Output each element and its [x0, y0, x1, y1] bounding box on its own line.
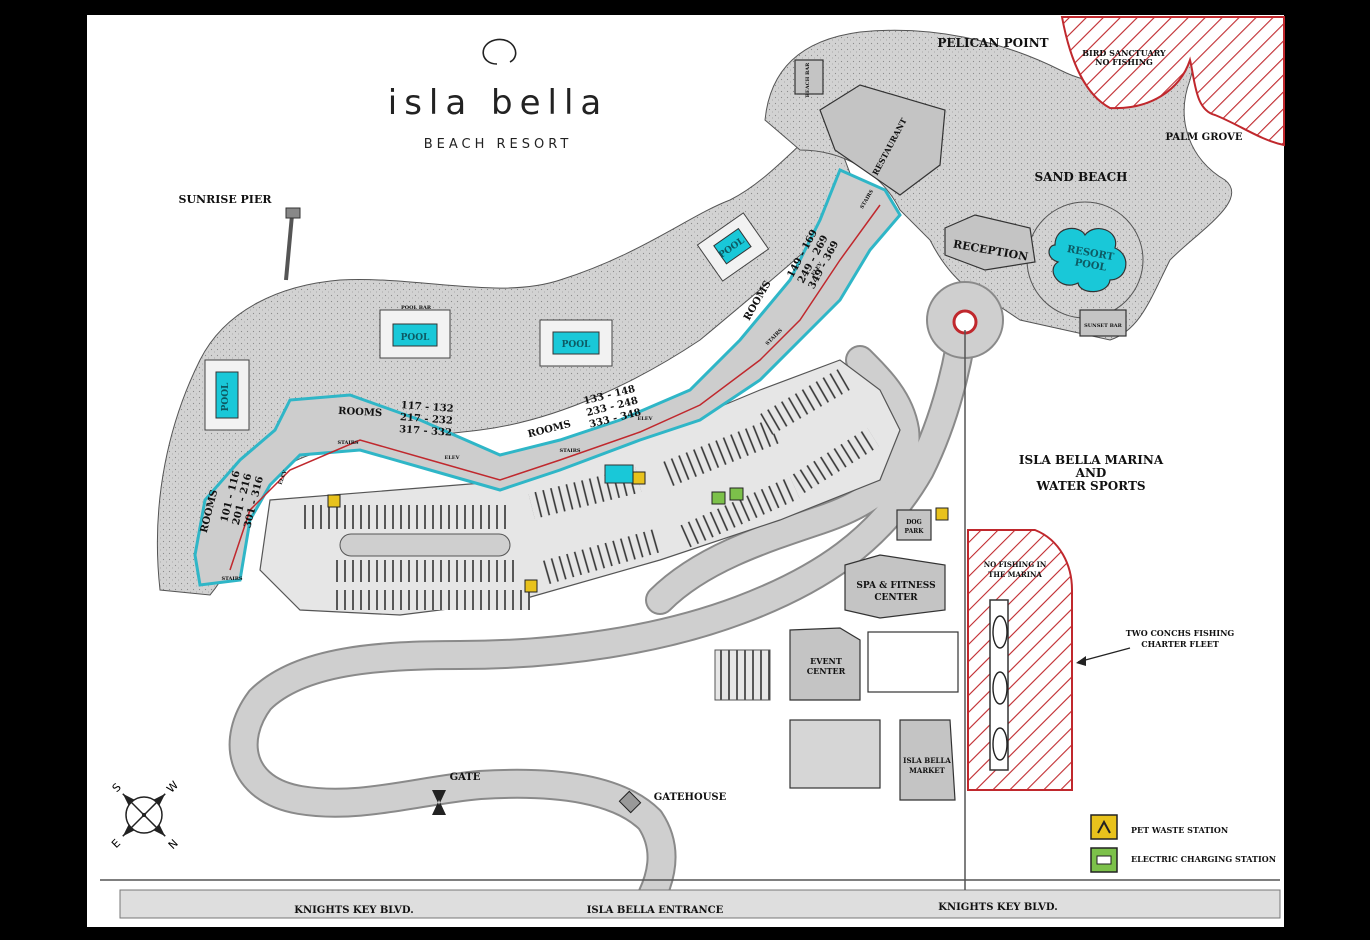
hotel-corridor	[229, 204, 881, 571]
market-building	[899, 719, 956, 801]
svg-text:217 - 232: 217 - 232	[400, 412, 454, 427]
buildings	[789, 59, 1127, 801]
label-fleet: TWO CONCHS FISHING	[1126, 628, 1235, 638]
spa-building	[844, 554, 946, 619]
bird-sanctuary-hatch	[1060, 16, 1285, 147]
reception-building	[944, 214, 1036, 271]
ev-charging-icon	[711, 491, 726, 505]
label-dog: DOG	[906, 519, 922, 526]
large-lot-building	[789, 719, 881, 789]
label-no-fishing-marina: THE MARINA	[988, 570, 1042, 579]
label-beach-bar: BEACH BAR	[805, 62, 811, 97]
sunset-bar-building	[1079, 309, 1127, 337]
knights-key-blvd	[119, 889, 1281, 919]
label-road-left: KNIGHTS KEY BLVD.	[294, 905, 413, 916]
label-no-fishing: NO FISHING IN	[984, 560, 1047, 569]
label-stairs: STAIRS	[337, 440, 358, 446]
gatehouse-marker	[618, 790, 642, 814]
label-road-center: ISLA BELLA ENTRANCE	[587, 905, 724, 916]
label-elev: ELEV	[444, 455, 459, 461]
ev-charging-icon	[729, 487, 744, 501]
label-road-right: KNIGHTS KEY BLVD.	[938, 902, 1057, 913]
legend: PET WASTE STATION ELECTRIC CHARGING STAT…	[1090, 814, 1276, 873]
room-block-2-label: ROOMS	[338, 406, 383, 419]
dog-park-building	[896, 509, 932, 541]
label-event-center: CENTER	[807, 666, 846, 676]
fleet-arrow	[1077, 647, 1131, 663]
legend-ev-charging: ELECTRIC CHARGING STATION	[1131, 854, 1276, 864]
label-sunrise-pier: SUNRISE PIER	[179, 193, 273, 206]
label-stairs: STAIRS	[559, 448, 580, 454]
label-elev: ELEV	[637, 416, 652, 422]
label-gatehouse: GATEHOUSE	[654, 792, 727, 803]
label-gate: GATE	[450, 772, 481, 783]
event-center-building	[789, 627, 861, 701]
label-elev: ELEV	[278, 469, 289, 485]
marina-hatch	[967, 529, 1073, 791]
restaurant-building	[819, 84, 946, 196]
label-stairs: STAIRS	[221, 576, 242, 582]
label-market-isla: ISLA BELLA	[903, 756, 951, 765]
room-block-2-ranges: 117 - 132 217 - 232 317 - 332	[399, 400, 454, 439]
label-sand-beach: SAND BEACH	[1034, 170, 1127, 184]
pet-waste-icon	[632, 471, 646, 485]
logo-spiral-icon	[482, 38, 517, 65]
legend-pet-waste: PET WASTE STATION	[1131, 825, 1228, 835]
sunrise-pier	[284, 214, 294, 281]
label-pool-bar: POOL BAR	[401, 305, 432, 311]
pools	[204, 212, 770, 484]
pet-waste-icon	[524, 579, 538, 593]
hotel-wing	[193, 167, 902, 587]
label-bird-sanctuary: BIRD SANCTUARY	[1082, 48, 1166, 58]
label-fleet-charter: CHARTER FLEET	[1141, 639, 1219, 649]
label-market: MARKET	[909, 766, 945, 775]
label-marina-and: AND	[1075, 466, 1107, 480]
label-dog-park: PARK	[905, 528, 925, 535]
label-spa: SPA & FITNESS	[856, 581, 935, 591]
gate-marker	[432, 790, 446, 815]
svg-text:317 - 332: 317 - 332	[399, 424, 453, 439]
label-resort-pool: POOL	[1074, 257, 1107, 273]
label-sunset-bar: SUNSET BAR	[1084, 323, 1123, 329]
pet-waste-legend-icon	[1090, 814, 1118, 840]
beach-bar-building	[794, 59, 824, 95]
label-water-sports: WATER SPORTS	[1035, 479, 1145, 493]
pet-waste-icon	[327, 494, 341, 508]
label-marina: ISLA BELLA MARINA	[1019, 453, 1164, 467]
label-pool: POOL	[221, 382, 231, 411]
label-bird-sanctuary-nofish: NO FISHING	[1095, 57, 1153, 67]
label-pool: POOL	[401, 333, 430, 343]
label-pelican-point: PELICAN POINT	[937, 36, 1048, 50]
svg-text:117 - 132: 117 - 132	[400, 400, 454, 415]
label-event: EVENT	[810, 656, 842, 666]
label-pool: POOL	[562, 340, 591, 350]
marina-dock	[989, 599, 1009, 771]
brand-tagline: BEACH RESORT	[424, 137, 573, 152]
resort-pool	[1026, 201, 1144, 319]
pet-waste-icon	[935, 507, 949, 521]
label-palm-grove: PALM GROVE	[1166, 132, 1243, 143]
brand-name: isla bella	[388, 83, 608, 123]
label-spa-center: CENTER	[874, 593, 918, 603]
parking-lots	[259, 359, 901, 701]
